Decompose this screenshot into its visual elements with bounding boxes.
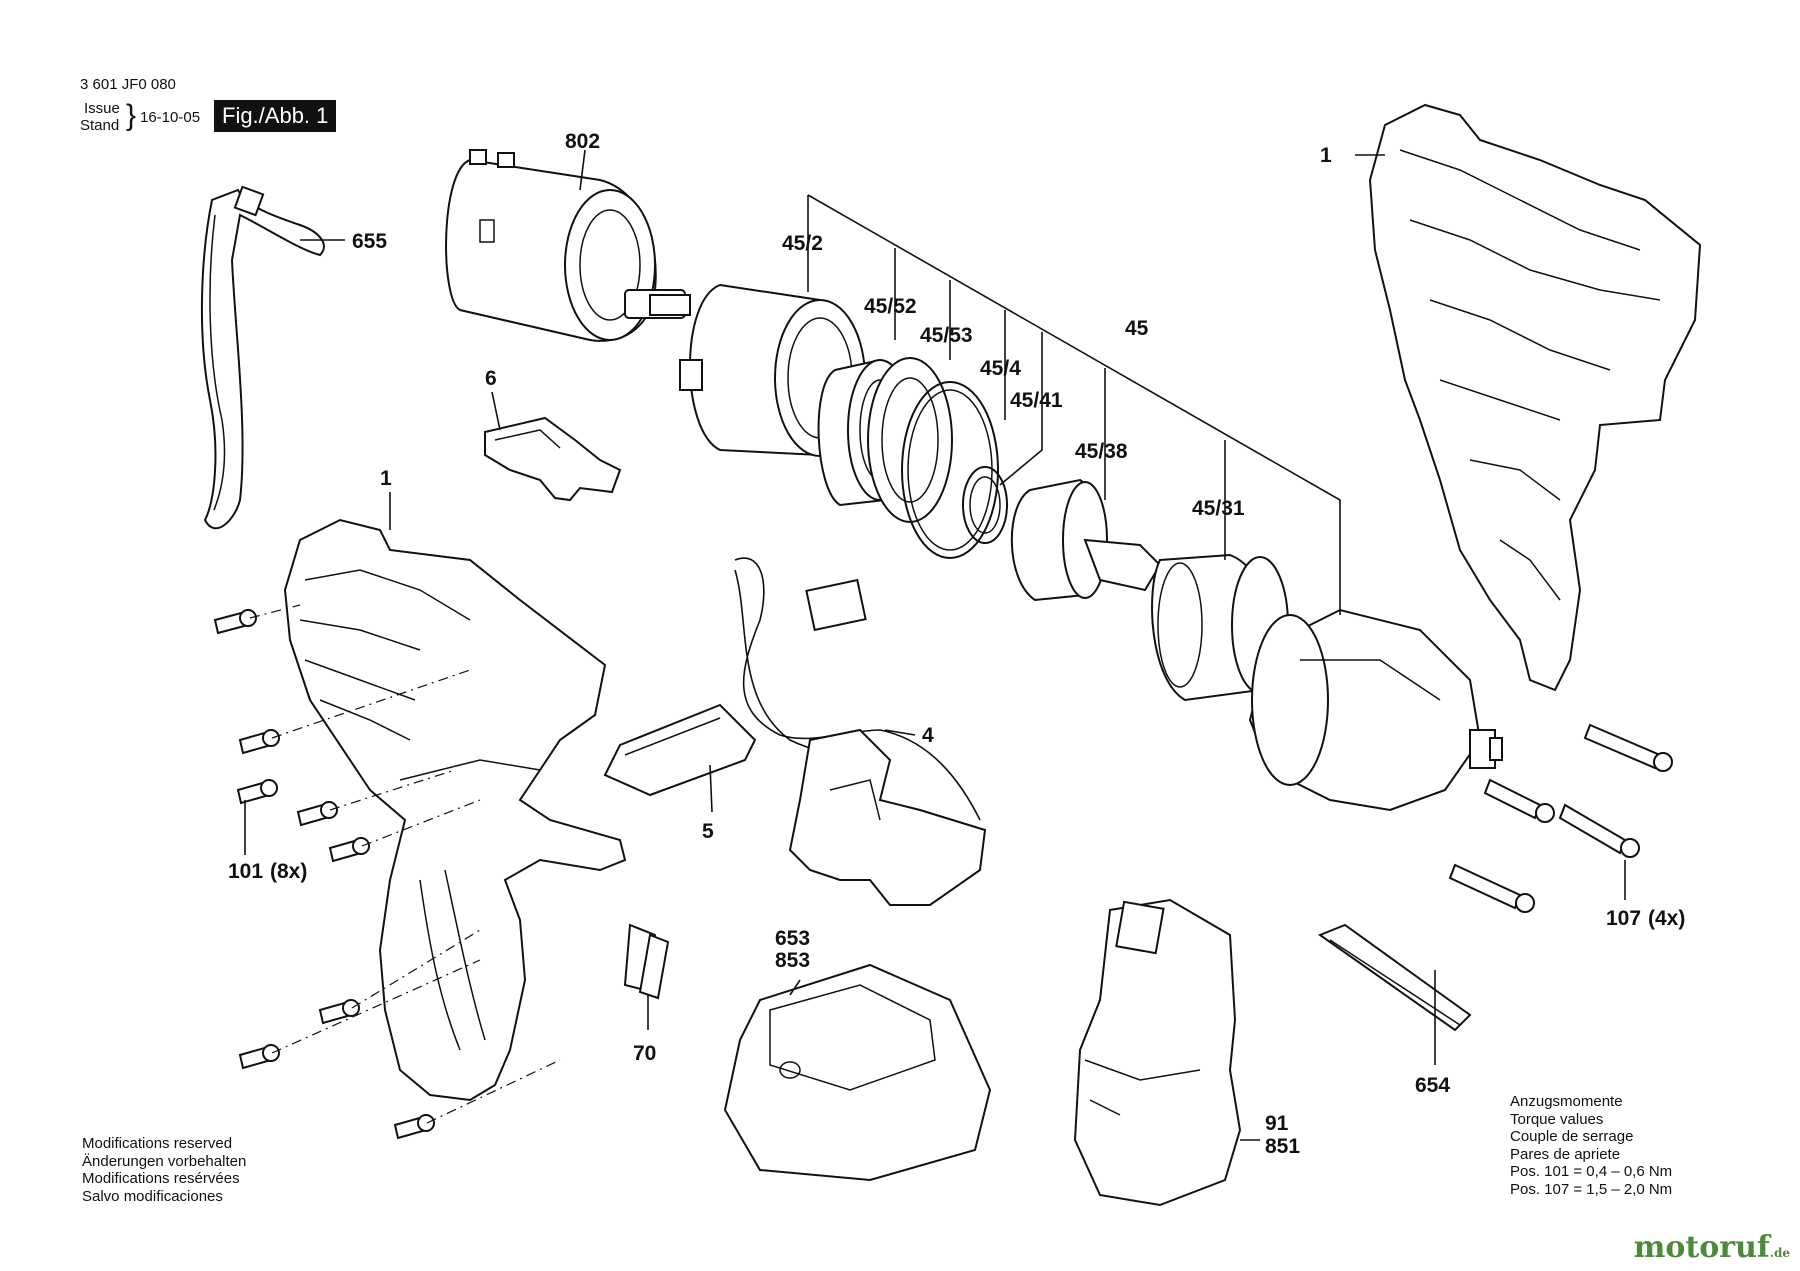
torque-values-note: Anzugsmomente Torque values Couple de se… [1510, 1093, 1672, 1198]
label-655: 655 [352, 230, 387, 253]
gearbox-assembly-part [1248, 608, 1503, 812]
label-107: 107 [1606, 907, 1641, 930]
torque-line: Couple de serrage [1510, 1128, 1634, 1145]
torque-line: Pos. 107 = 1,5 – 2,0 Nm [1510, 1180, 1673, 1198]
label-70: 70 [633, 1042, 656, 1065]
issue-label: Issue [84, 100, 120, 117]
label-91: 91 [1265, 1112, 1289, 1135]
screws-101-part [213, 609, 435, 1140]
label-802: 802 [565, 130, 600, 153]
screws-107-part [1448, 723, 1673, 913]
hammer-part [1151, 553, 1289, 702]
label-1-left-housing: 1 [380, 467, 392, 490]
battery-pack-part [1073, 898, 1242, 1207]
label-45-41: 45/41 [1010, 389, 1063, 412]
label-4: 4 [922, 724, 934, 747]
brace-icon: } [126, 99, 137, 132]
leader-lines [244, 149, 1626, 1141]
modifications-note: Modifications reserved Änderungen vorbeh… [82, 1135, 246, 1205]
label-45: 45 [1125, 317, 1149, 340]
stand-label: Stand [80, 117, 120, 134]
label-5: 5 [702, 820, 714, 843]
note-line: Modifications reserved [82, 1135, 233, 1152]
watermark-text: motoruf [1633, 1230, 1770, 1265]
spindle-part [1010, 478, 1162, 602]
watermark-logo: motoruf.de [1634, 1230, 1790, 1265]
strap-part [200, 185, 325, 530]
torque-line: Pares de apriete [1510, 1145, 1621, 1163]
housing-left-part [283, 518, 627, 1102]
clip-part [623, 923, 670, 1000]
label-45-31: 45/31 [1192, 497, 1245, 520]
label-101-count: (8x) [270, 860, 307, 883]
issue-date: 16-10-05 [140, 109, 201, 126]
screwdriver-bit-part [1317, 923, 1472, 1032]
note-line: Salvo modificaciones [82, 1187, 223, 1205]
label-853: 853 [775, 949, 810, 972]
torque-line: Anzugsmomente [1510, 1093, 1623, 1110]
note-line: Modifications resérvées [82, 1170, 240, 1187]
note-line: Änderungen vorbehalten [82, 1152, 247, 1170]
housing-right-part [1368, 103, 1702, 692]
label-45-38: 45/38 [1075, 440, 1128, 463]
label-6: 6 [485, 367, 497, 390]
contact-cover-part [603, 703, 757, 797]
label-45-52: 45/52 [864, 295, 917, 318]
small-ring-part [962, 466, 1008, 544]
label-45-4: 45/4 [980, 357, 1021, 380]
trigger-switch-part [734, 557, 987, 906]
torque-line: Torque values [1510, 1110, 1604, 1128]
assembly-lines [249, 604, 561, 1124]
direction-switch-part [484, 416, 622, 502]
label-1-right-housing: 1 [1320, 144, 1332, 167]
watermark-suffix: .de [1769, 1246, 1790, 1260]
figure-badge: Fig./Abb. 1 [214, 100, 337, 132]
label-101: 101 [228, 860, 263, 883]
label-107-count: (4x) [1648, 907, 1685, 930]
label-653: 653 [775, 927, 810, 950]
torque-line: Pos. 101 = 0,4 – 0,6 Nm [1510, 1163, 1673, 1180]
document-number: 3 601 JF0 080 [80, 76, 176, 93]
charger-part [723, 963, 992, 1182]
label-654: 654 [1415, 1074, 1450, 1097]
label-45-53: 45/53 [920, 324, 973, 347]
motor-part [445, 149, 691, 342]
label-45-2: 45/2 [782, 232, 823, 255]
label-851: 851 [1265, 1135, 1300, 1158]
